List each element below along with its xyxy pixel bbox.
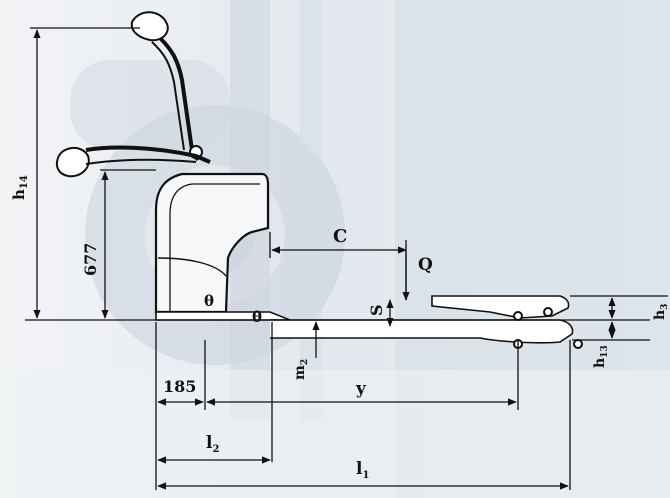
chassis <box>155 311 291 321</box>
c-label: C <box>333 226 347 247</box>
fork-lowered <box>270 319 574 344</box>
truck-body <box>154 172 270 314</box>
h14-label: h14 <box>10 175 30 200</box>
s-label: S <box>367 304 386 316</box>
l1-label: l1 <box>356 459 369 481</box>
185-label: 185 <box>163 377 196 396</box>
dimension-lines <box>25 27 668 490</box>
wheel-mark-2: θ <box>252 308 262 326</box>
tiller-head <box>130 11 169 42</box>
677-label: 677 <box>81 243 100 276</box>
h13-label: h13 <box>592 345 610 368</box>
tiller-lowered <box>55 147 90 178</box>
h3-label: h3 <box>652 304 670 320</box>
truck-outline <box>55 11 583 349</box>
y-label: y <box>355 379 367 399</box>
fork-raised <box>431 295 570 319</box>
m2-label: m2 <box>292 359 310 380</box>
l2-label: l2 <box>206 433 219 455</box>
wheel-mark-1: θ <box>204 292 214 310</box>
tiller-arm <box>158 36 200 162</box>
dimension-labels: h14 677 C Q S h3 m2 h13 185 y l2 l1 θ <box>10 175 670 481</box>
q-label: Q <box>418 255 433 275</box>
